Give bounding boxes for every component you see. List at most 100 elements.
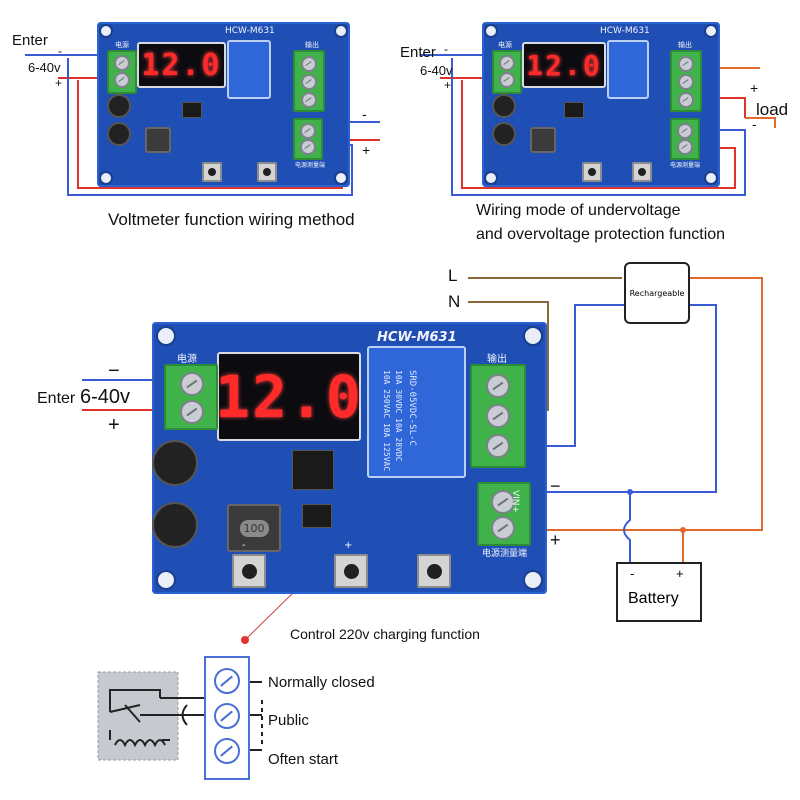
mount-hole	[523, 570, 543, 590]
relay	[227, 40, 271, 99]
callout-dot	[241, 636, 249, 644]
main-range-label: 6-40v	[80, 386, 131, 408]
battery-plus-label: +	[676, 566, 684, 581]
output-terminal	[470, 364, 526, 468]
mount-hole	[156, 326, 176, 346]
charger-plus-wire	[520, 277, 763, 531]
relay-terminal-block	[204, 656, 250, 780]
charging-caption: Control 220v charging function	[290, 626, 480, 642]
inductor	[145, 127, 171, 153]
set-button[interactable]	[417, 554, 451, 588]
measure-silk: 电源测量端	[295, 162, 326, 169]
tl-out-minus-label: -	[362, 106, 367, 122]
mount-hole	[523, 326, 543, 346]
protection-caption-line2: and overvoltage protection function	[476, 226, 726, 243]
tl-minus-label: -	[58, 44, 62, 58]
mount-hole	[156, 570, 176, 590]
mount-hole	[99, 24, 113, 38]
neutral-label: N	[448, 292, 461, 311]
button-plus-silk: +	[344, 540, 353, 551]
minus-button[interactable]	[202, 162, 222, 182]
charger-minus-wire	[520, 304, 717, 493]
live-label: L	[448, 266, 458, 285]
protection-board: HCW-M631 电源 输出 12.0 电源测量端	[482, 22, 720, 187]
mount-hole	[484, 24, 498, 38]
output-terminal	[293, 50, 325, 112]
tr-enter-label: Enter	[400, 44, 436, 61]
charger-box: Rechargeable	[624, 262, 690, 324]
relay	[607, 40, 649, 99]
tl-range-label: 6-40v	[28, 60, 61, 75]
mount-hole	[704, 24, 718, 38]
ic-chip	[182, 102, 202, 118]
inductor: 100	[227, 504, 281, 552]
output-silk: 输出	[487, 354, 507, 365]
tl-out-plus-label: +	[362, 142, 371, 158]
tr-load-label: load	[756, 100, 789, 119]
ic-chip	[292, 450, 334, 490]
tr-minus-label: -	[444, 42, 448, 56]
mount-hole	[484, 171, 498, 185]
minus-button[interactable]	[582, 162, 602, 182]
output-silk: 输出	[305, 41, 319, 49]
no-label: Often start	[268, 751, 339, 768]
plus-button[interactable]	[257, 162, 277, 182]
button-minus-silk: -	[242, 540, 246, 551]
mount-hole	[99, 171, 113, 185]
measure-terminal	[477, 482, 531, 546]
tr-load-plus-label: +	[750, 80, 759, 96]
voltmeter-caption: Voltmeter function wiring method	[108, 210, 355, 229]
battery-minus-wire	[623, 492, 631, 565]
output-terminal	[670, 50, 702, 112]
nc-label: Normally closed	[268, 674, 375, 691]
board-model: HCW-M631	[600, 26, 650, 36]
output-silk: 输出	[678, 41, 692, 49]
plus-button[interactable]	[334, 554, 368, 588]
tr-load-minus-label: -	[752, 116, 757, 132]
mount-hole	[334, 24, 348, 38]
battery-box: - + Battery	[616, 562, 702, 622]
voltmeter-board: HCW-M631 电源 输出 12.0 电源测量端	[97, 22, 350, 187]
capacitor	[152, 502, 198, 548]
vin-minus-label: −	[550, 476, 561, 496]
ic-chip	[564, 102, 584, 118]
capacitor	[107, 94, 131, 118]
minus-button[interactable]	[232, 554, 266, 588]
battery-label: Battery	[628, 590, 679, 607]
voltage-display: 12.0	[522, 42, 606, 88]
power-silk: 电源	[498, 41, 512, 49]
main-enter-label: Enter	[37, 390, 76, 407]
capacitor	[492, 122, 516, 146]
mount-hole	[704, 171, 718, 185]
tl-plus-label: +	[55, 76, 63, 90]
tr-plus-label: +	[444, 78, 452, 92]
power-terminal	[492, 50, 522, 94]
power-terminal	[164, 364, 218, 430]
plus-button[interactable]	[632, 162, 652, 182]
tr-range-label: 6-40v	[420, 63, 453, 78]
mount-hole	[334, 171, 348, 185]
main-board: HCW-M631 电源 输出 12.0 10A 250VAC 10A 125VA…	[152, 322, 547, 594]
main-plus-label: +	[108, 414, 120, 436]
power-silk: 电源	[177, 354, 197, 365]
vin-plus-label: +	[550, 530, 561, 550]
voltage-display: 12.0	[137, 42, 226, 88]
voltage-display: 12.0	[215, 352, 361, 441]
board-model: HCW-M631	[377, 330, 457, 345]
power-terminal	[107, 50, 137, 94]
measure-silk: 电源测量端	[670, 162, 701, 169]
capacitor	[107, 122, 131, 146]
power-silk: 电源	[115, 41, 129, 49]
main-minus-label: −	[108, 360, 120, 382]
nc-screw-icon	[214, 668, 240, 694]
battery-minus-label: -	[630, 566, 635, 581]
relay-detail-schematic	[97, 671, 263, 761]
relay: 10A 250VAC 10A 125VAC 10A 30VDC 10A 28VD…	[367, 346, 466, 478]
no-screw-icon	[214, 738, 240, 764]
vin-silk: VIN+	[510, 490, 520, 514]
tl-enter-label: Enter	[12, 32, 48, 49]
ic-chip	[302, 504, 332, 528]
common-screw-icon	[214, 703, 240, 729]
inductor	[530, 127, 556, 153]
measure-terminal	[670, 118, 700, 160]
